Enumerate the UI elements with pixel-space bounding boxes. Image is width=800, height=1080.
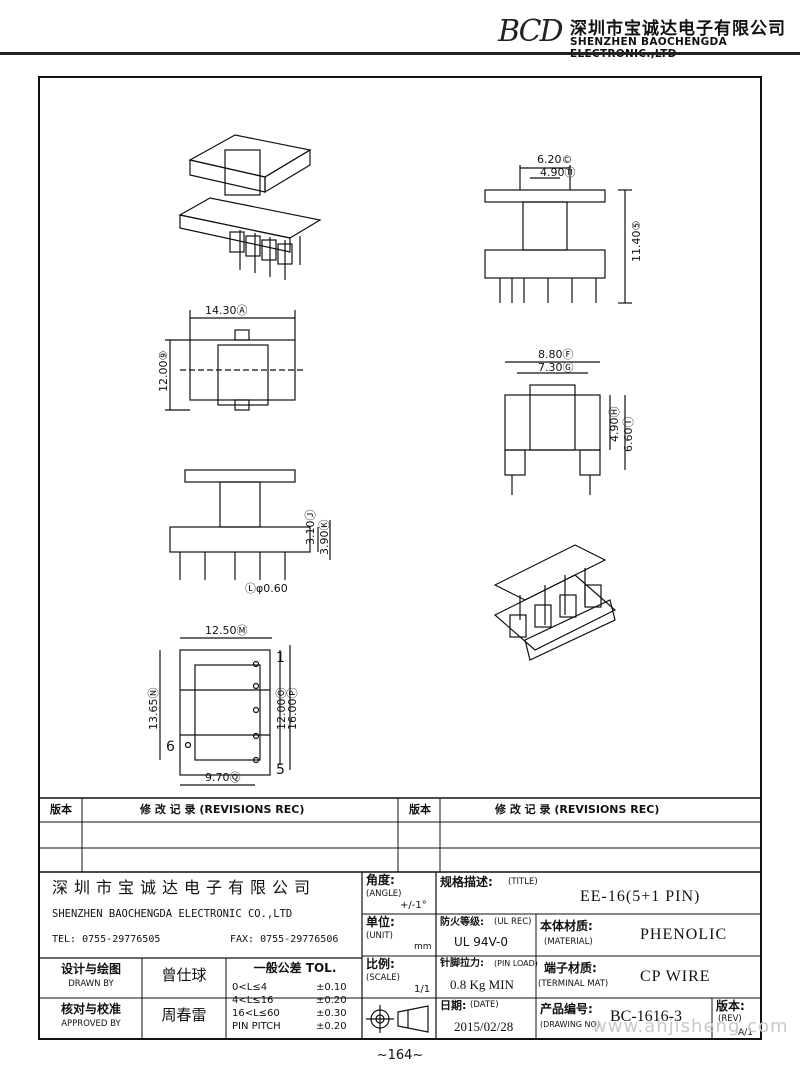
tb-date-cn: 日期:: [440, 999, 467, 1012]
tol-row-val: ±0.20: [316, 1021, 347, 1032]
dim-4-90b: 4.90Ⓗ: [608, 407, 621, 443]
tb-rev-en: (REV): [718, 1014, 742, 1024]
dim-3-10: 3.10Ⓙ: [304, 510, 317, 546]
dim-6-20: 6.20©: [537, 153, 573, 166]
header-company-cn: 深圳市宝诚达电子有限公司: [570, 19, 786, 39]
dim-12-50: 12.50Ⓜ: [205, 624, 248, 637]
tb-drawn-val: 曾仕球: [161, 968, 207, 984]
bobbin-drawing: 6.20© 4.90⑪ 11.40⑤ 14.30Ⓐ 12.00⑨ 8.80Ⓕ 7…: [147, 134, 643, 786]
tb-scale-en: (SCALE): [366, 973, 400, 983]
tb-unit-cn: 单位:: [366, 915, 395, 929]
drawing-frame: [38, 76, 762, 1040]
dim-11-40: 11.40⑤: [630, 221, 643, 262]
tb-angle-val: +/-1°: [400, 900, 427, 911]
company-logo-mark: BCD: [498, 14, 564, 49]
tb-drawing-cn: 产品编号:: [540, 1002, 593, 1016]
iso-view-top: [178, 134, 322, 280]
tb-terminal-cn: 端子材质:: [544, 961, 597, 975]
front-view-bottom: [169, 469, 331, 580]
tb-tol-title: 一般公差 TOL.: [253, 961, 337, 975]
tb-title-cn: 规格描述:: [440, 875, 493, 889]
bottom-view: [159, 637, 291, 786]
tb-ul-en: (UL REC): [494, 917, 532, 927]
tb-angle-cn: 角度:: [366, 873, 395, 887]
dim-4-90: 4.90⑪: [540, 166, 576, 179]
pin-5-label: 5: [276, 762, 285, 778]
tol-row-range: PIN PITCH: [232, 1021, 281, 1032]
tb-tel: TEL: 0755-29776505: [52, 934, 161, 945]
tb-drawing-val: BC-1616-3: [610, 1008, 682, 1025]
tb-fax: FAX: 0755-29776506: [230, 934, 339, 945]
header-rule: [0, 52, 800, 55]
tb-material-en: (MATERIAL): [544, 937, 593, 947]
dim-6-60: 6.60Ⓘ: [622, 417, 635, 453]
tb-scale-cn: 比例:: [366, 957, 395, 971]
tb-drawing-en: (DRAWING NO): [540, 1020, 600, 1029]
tol-row-range: 4<L≤16: [232, 995, 274, 1006]
tb-rev-val: A/1: [738, 1028, 753, 1038]
watermark: www.ahjisheng.com: [592, 1016, 789, 1037]
iso-view-bottom: [493, 544, 617, 661]
front-view-top: [484, 165, 632, 304]
tb-rev-cn: 版本:: [716, 999, 745, 1013]
rev-col-record: 修 改 记 录 (REVISIONS REC): [140, 803, 305, 816]
dim-3-90: 3.90Ⓚ: [318, 520, 331, 556]
projection-symbol: [366, 1005, 429, 1033]
tb-material-cn: 本体材质:: [540, 919, 593, 933]
dim-8-80: 8.80Ⓕ: [538, 348, 574, 361]
top-view: [165, 310, 305, 411]
tb-approved-cn: 核对与校准: [60, 1002, 121, 1016]
tb-drawn-en: DRAWN BY: [68, 979, 114, 989]
rev-col-version: 版本: [50, 803, 72, 816]
page-number: ~164~: [376, 1048, 424, 1063]
dim-16-00: 16.00Ⓟ: [286, 688, 299, 731]
tb-drawn-cn: 设计与绘图: [60, 962, 121, 976]
tb-title-en: (TITLE): [508, 877, 538, 887]
dim-7-30: 7.30Ⓖ: [538, 361, 574, 374]
tb-unit-val: mm: [414, 942, 432, 952]
dim-13-65: 13.65Ⓝ: [147, 688, 160, 731]
pin-1-label: 1: [276, 650, 285, 666]
dim-pin-dia: Ⓛφ0.60: [245, 582, 288, 595]
tb-date-val: 2015/02/28: [454, 1019, 514, 1034]
tb-company-en: SHENZHEN BAOCHENGDA ELECTRONIC CO.,LTD: [52, 908, 293, 920]
tol-row-val: ±0.30: [316, 1008, 347, 1019]
side-view: [504, 361, 626, 495]
tb-pinload-val: 0.8 Kg MIN: [450, 977, 514, 992]
tb-terminal-en: (TERMINAL MAT): [538, 979, 609, 989]
tol-row-val: ±0.20: [316, 995, 347, 1006]
tb-company-cn: 深 圳 市 宝 诚 达 电 子 有 限 公 司: [52, 880, 312, 897]
tb-unit-en: (UNIT): [366, 931, 393, 941]
dim-12-00b: 12.00Ⓞ: [275, 688, 288, 731]
tb-material-val: PHENOLIC: [640, 926, 728, 943]
tb-scale-val: 1/1: [414, 984, 431, 995]
pin-6-label: 6: [166, 739, 175, 755]
rev-col-version-2: 版本: [409, 803, 431, 816]
dim-14-30: 14.30Ⓐ: [205, 304, 248, 317]
tb-approved-en: APPROVED BY: [61, 1019, 121, 1029]
tol-row-range: 16<L≤60: [232, 1008, 280, 1019]
tb-ul-cn: 防火等级:: [440, 917, 484, 928]
dim-12-00: 12.00⑨: [157, 351, 170, 392]
tb-terminal-val: CP WIRE: [640, 968, 711, 985]
tb-approved-val: 周春雷: [161, 1008, 207, 1024]
tb-title-val: EE-16(5+1 PIN): [580, 888, 701, 905]
tb-pinload-cn: 针脚拉力:: [440, 958, 484, 969]
tb-date-en: (DATE): [470, 1000, 499, 1010]
dim-9-70: 9.70Ⓠ: [205, 771, 241, 784]
rev-col-record-2: 修 改 记 录 (REVISIONS REC): [495, 803, 660, 816]
tol-row-range: 0<L≤4: [232, 982, 268, 993]
tol-row-val: ±0.10: [316, 982, 347, 993]
tb-ul-val: UL 94V-0: [454, 935, 509, 949]
tb-pinload-en: (PIN LOAD): [494, 959, 538, 968]
tb-angle-en: (ANGLE): [366, 889, 402, 899]
title-block-grid: [38, 797, 762, 1040]
